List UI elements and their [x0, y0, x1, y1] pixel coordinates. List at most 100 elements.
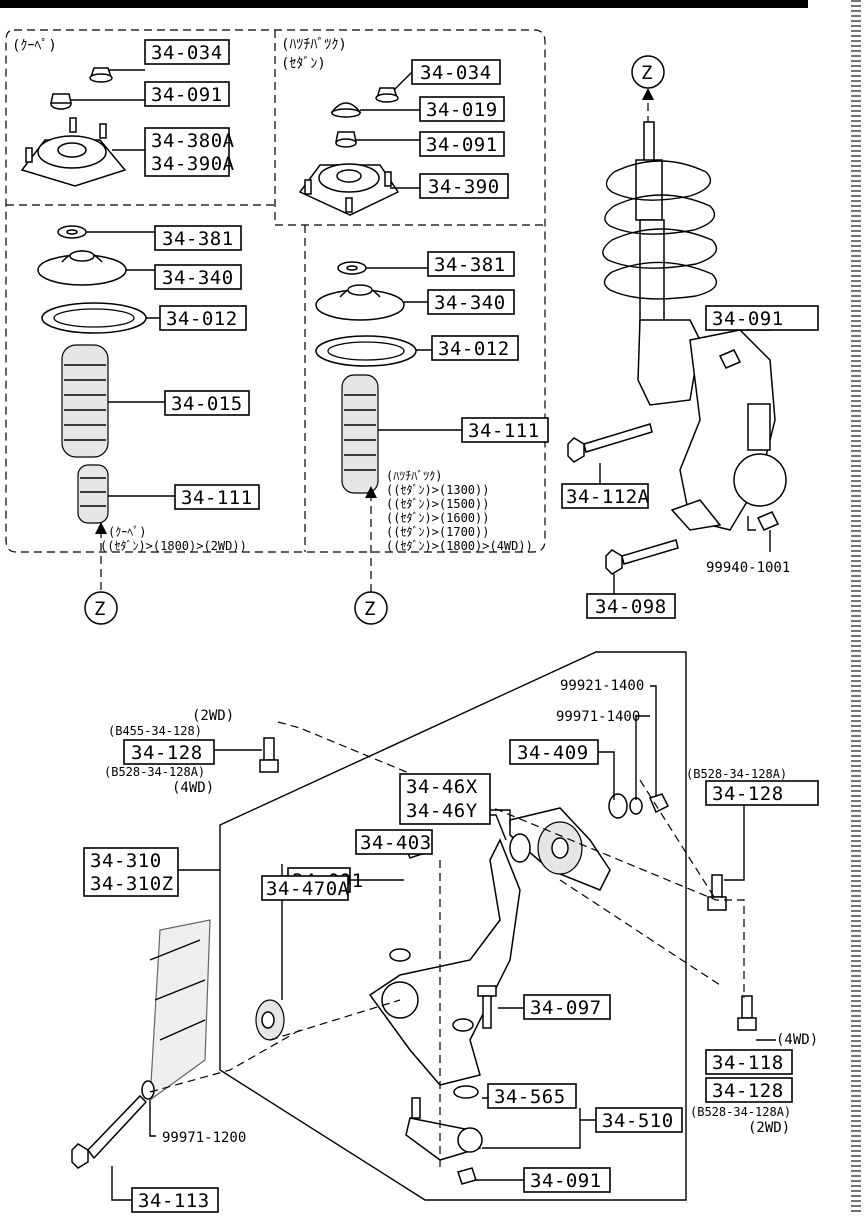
- bushing-34-470a: [255, 999, 285, 1041]
- svg-text:34-409: 34-409: [517, 742, 589, 764]
- dash-connector-1: [277, 721, 745, 998]
- label-34-097: 34-097: [523, 994, 611, 1020]
- svg-text:34-091: 34-091: [426, 134, 498, 156]
- svg-text:34-118: 34-118: [712, 1052, 784, 1074]
- hatch-header: (ﾊﾂﾁﾊﾞﾂｸ): [281, 37, 347, 53]
- washer-34-409: [608, 793, 628, 819]
- part-99971-1400: 99971-1400: [556, 709, 640, 725]
- label-34-381-a: 34-381: [154, 225, 242, 251]
- leaders-coupe: [71, 69, 175, 497]
- note-b528-b: (B528-34-128A): [686, 767, 787, 781]
- svg-text:34-091: 34-091: [151, 84, 223, 106]
- washer-34-381-a: [57, 225, 87, 239]
- coupe-header: (ｸｰﾍﾟ): [12, 38, 57, 54]
- lower-arm-frame: [219, 651, 687, 1201]
- hb-cond-5: ((ｾﾀﾞﾝ)>(1700)): [386, 525, 489, 539]
- svg-text:34-098: 34-098: [595, 596, 667, 618]
- svg-text:34-097: 34-097: [530, 997, 602, 1019]
- z-arrowhead-3: [642, 88, 654, 100]
- nut-34-091-c: [718, 349, 742, 369]
- label-34-019: 34-019: [419, 96, 505, 122]
- nut-34-565: [453, 1085, 479, 1099]
- svg-text:34-012: 34-012: [438, 338, 510, 360]
- svg-text:34-565: 34-565: [494, 1086, 566, 1108]
- hb-cond-4: ((ｾﾀﾞﾝ)>(1600)): [386, 511, 489, 525]
- label-34-340-b: 34-340: [427, 289, 515, 315]
- svg-text:34-403: 34-403: [360, 832, 432, 854]
- hb-cond-1: (ﾊﾂﾁﾊﾞﾂｸ): [386, 469, 442, 483]
- label-34-091-e: 34-091: [523, 1167, 611, 1193]
- part-99940-1001: 99940-1001: [706, 560, 790, 576]
- svg-text:34-510: 34-510: [602, 1110, 674, 1132]
- label-34-113: 34-113: [131, 1187, 219, 1213]
- nut-99921-1400: [648, 793, 670, 814]
- label-34-111-b: 34-111: [461, 417, 549, 443]
- mount-34-380a: [20, 117, 127, 187]
- sedan-header: (ｾﾀﾞﾝ): [281, 56, 326, 72]
- washer-34-403: [509, 833, 531, 863]
- z-marker-2: [354, 591, 388, 625]
- svg-text:34-128: 34-128: [712, 1080, 784, 1102]
- scan-edge: [851, 0, 861, 1214]
- label-34-470a: 34-470A: [261, 875, 350, 901]
- note-b528-c: (B528-34-128A): [690, 1105, 791, 1119]
- part-99971-1200: 99971-1200: [162, 1130, 246, 1146]
- label-34-565: 34-565: [487, 1083, 577, 1109]
- svg-text:34-113: 34-113: [138, 1190, 210, 1212]
- bolt-34-112a: [567, 423, 653, 463]
- hb-cond-2: ((ｾﾀﾞﾝ)>(1300)): [386, 483, 489, 497]
- bolt-34-118: [737, 995, 757, 1031]
- z-marker-1: [84, 591, 118, 625]
- strut-assembly: [602, 121, 787, 531]
- note-4wd-b: (4WD): [776, 1032, 818, 1048]
- svg-text:34-128: 34-128: [131, 742, 203, 764]
- boot-34-015: [61, 344, 109, 458]
- label-34-128-a: 34-128: [123, 739, 215, 765]
- svg-text:34-390A: 34-390A: [151, 153, 235, 175]
- cap-34-019: [330, 102, 362, 118]
- z-arrowhead-1: [95, 522, 107, 534]
- strut-group-outline: [5, 29, 546, 553]
- label-34-034-a: 34-034: [144, 39, 230, 65]
- part-99921-1400: 99921-1400: [560, 678, 644, 694]
- z-marker-2-text: Z: [364, 598, 376, 620]
- nut-34-091-e: [457, 1167, 477, 1185]
- label-34-012-b: 34-012: [431, 335, 519, 361]
- lower-arm-34-310: [368, 838, 521, 1086]
- svg-text:34-310: 34-310: [90, 850, 162, 872]
- label-34-012-a: 34-012: [159, 305, 247, 331]
- note-b455: (B455-34-128): [108, 724, 202, 738]
- label-34-111-a: 34-111: [174, 484, 260, 510]
- label-34-409: 34-409: [509, 739, 599, 765]
- svg-text:34-340: 34-340: [434, 292, 506, 314]
- ball-joint-34-510: [405, 1097, 483, 1161]
- washer-34-381-b: [337, 261, 367, 275]
- mount-34-390: [298, 163, 400, 216]
- coupe-cond-2: ((ｾﾀﾞﾝ)>(1800)>(2WD)): [100, 539, 247, 553]
- note-4wd-a: (4WD): [172, 780, 214, 796]
- hb-cond-6: ((ｾﾀﾞﾝ)>(1800)>(4WD)): [386, 539, 533, 553]
- label-34-091-a: 34-091: [144, 81, 230, 107]
- nut-34-091-b: [335, 131, 357, 148]
- note-2wd-b: (2WD): [748, 1120, 790, 1136]
- label-34-381-b: 34-381: [427, 251, 515, 277]
- nut-34-034-a: [89, 67, 113, 83]
- label-34-091-b: 34-091: [419, 131, 505, 157]
- label-34-128-b: 34-128: [705, 780, 819, 806]
- washer-99971-1200: [141, 1080, 155, 1100]
- bumper-34-111-b: [341, 374, 379, 494]
- svg-text:34-015: 34-015: [171, 393, 243, 415]
- bearing-34-012-b: [315, 335, 417, 367]
- svg-text:34-470A: 34-470A: [266, 878, 350, 900]
- label-34-091-c: 34-091: [705, 305, 819, 331]
- bolt-34-128-b: [707, 874, 727, 911]
- seat-34-340-b: [315, 284, 405, 321]
- svg-text:34-012: 34-012: [166, 308, 238, 330]
- svg-text:34-091: 34-091: [530, 1170, 602, 1192]
- svg-text:34-111: 34-111: [468, 420, 540, 442]
- hb-cond-3: ((ｾﾀﾞﾝ)>(1500)): [386, 497, 489, 511]
